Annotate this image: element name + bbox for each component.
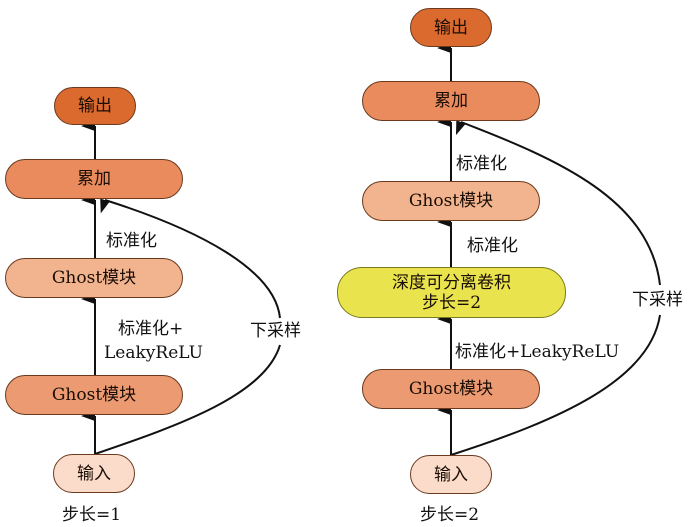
edge-label-downsample-left: 下采样 <box>250 321 301 341</box>
depthwise-label-line2: 步长=2 <box>421 292 482 313</box>
edge-label-norm-leaky-right: 标准化+LeakyReLU <box>455 342 620 362</box>
sum-node-left: 累加 <box>5 159 183 199</box>
ghost-module-bottom-right: Ghost模块 <box>362 369 540 409</box>
edge-label-norm-leaky-line2-left: LeakyReLU <box>104 343 203 363</box>
shortcut-curve-left-lower <box>94 344 281 455</box>
caption-stride-2: 步长=2 <box>420 505 480 525</box>
output-node-left: 输出 <box>54 87 136 125</box>
output-label: 输出 <box>434 17 468 38</box>
sum-label: 累加 <box>77 169 111 189</box>
edge-label-normalize-top-right: 标准化 <box>456 154 507 174</box>
ghost-label: Ghost模块 <box>408 379 494 399</box>
shortcut-curve-left-upper <box>100 198 281 319</box>
ghost-module-top-left: Ghost模块 <box>5 258 183 298</box>
input-node-left: 输入 <box>53 454 135 493</box>
input-node-right: 输入 <box>410 455 492 494</box>
edge-label-normalize-left: 标准化 <box>106 231 157 251</box>
ghost-label: Ghost模块 <box>408 191 494 211</box>
ghost-label: Ghost模块 <box>51 385 137 405</box>
shortcut-curve-right-lower <box>450 314 661 456</box>
edge-label-norm-leaky-line1-left: 标准化+ <box>118 319 184 339</box>
sum-node-right: 累加 <box>362 81 540 121</box>
depthwise-label-line1: 深度可分离卷积 <box>392 272 511 293</box>
depthwise-conv-node: 深度可分离卷积 步长=2 <box>337 267 566 318</box>
output-label: 输出 <box>78 96 112 116</box>
output-node-right: 输出 <box>410 8 492 47</box>
ghost-module-bottom-left: Ghost模块 <box>5 375 183 415</box>
sum-label: 累加 <box>434 91 468 111</box>
ghost-module-top-right: Ghost模块 <box>362 181 540 221</box>
edge-label-normalize-mid-right: 标准化 <box>467 236 518 256</box>
caption-stride-1: 步长=1 <box>62 505 122 525</box>
ghost-label: Ghost模块 <box>51 268 137 288</box>
edge-label-downsample-right: 下采样 <box>632 290 683 310</box>
shortcut-curve-right-upper <box>455 120 661 286</box>
input-label: 输入 <box>434 464 468 485</box>
input-label: 输入 <box>77 463 111 484</box>
